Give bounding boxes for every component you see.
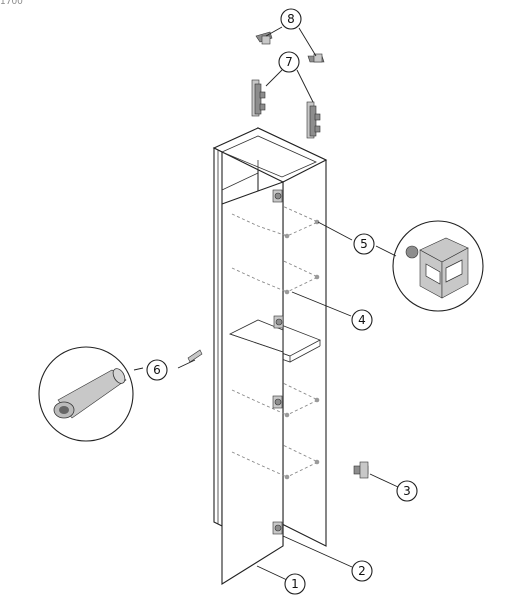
- callout-2: 2: [351, 560, 373, 582]
- callout-1-label: 1: [291, 577, 299, 591]
- wall-brackets: [251, 79, 321, 139]
- shelves-through-door: [228, 213, 288, 478]
- callout-3: 3: [396, 480, 418, 502]
- door: [221, 181, 284, 585]
- dowel-detail: [38, 346, 134, 442]
- part-3-hardware: [353, 461, 369, 479]
- callout-6: 6: [146, 359, 168, 381]
- callout-8-label: 8: [287, 12, 295, 26]
- callout-4: 4: [351, 309, 373, 331]
- callout-6-label: 6: [153, 363, 161, 377]
- callout-5: 5: [353, 233, 375, 255]
- shelf-support-detail: [392, 220, 484, 312]
- callout-8: 8: [280, 8, 302, 30]
- part-6-dowel: [187, 349, 203, 363]
- callout-7: 7: [278, 51, 300, 73]
- callout-5-label: 5: [360, 237, 368, 251]
- door-hinges: [272, 189, 284, 535]
- callout-7-label: 7: [285, 55, 293, 69]
- callout-4-label: 4: [358, 313, 366, 327]
- callout-3-label: 3: [403, 484, 411, 498]
- corner-code: 1700: [0, 0, 23, 7]
- leader-lines: [133, 26, 399, 581]
- callout-1: 1: [284, 573, 306, 595]
- callout-2-label: 2: [358, 564, 366, 578]
